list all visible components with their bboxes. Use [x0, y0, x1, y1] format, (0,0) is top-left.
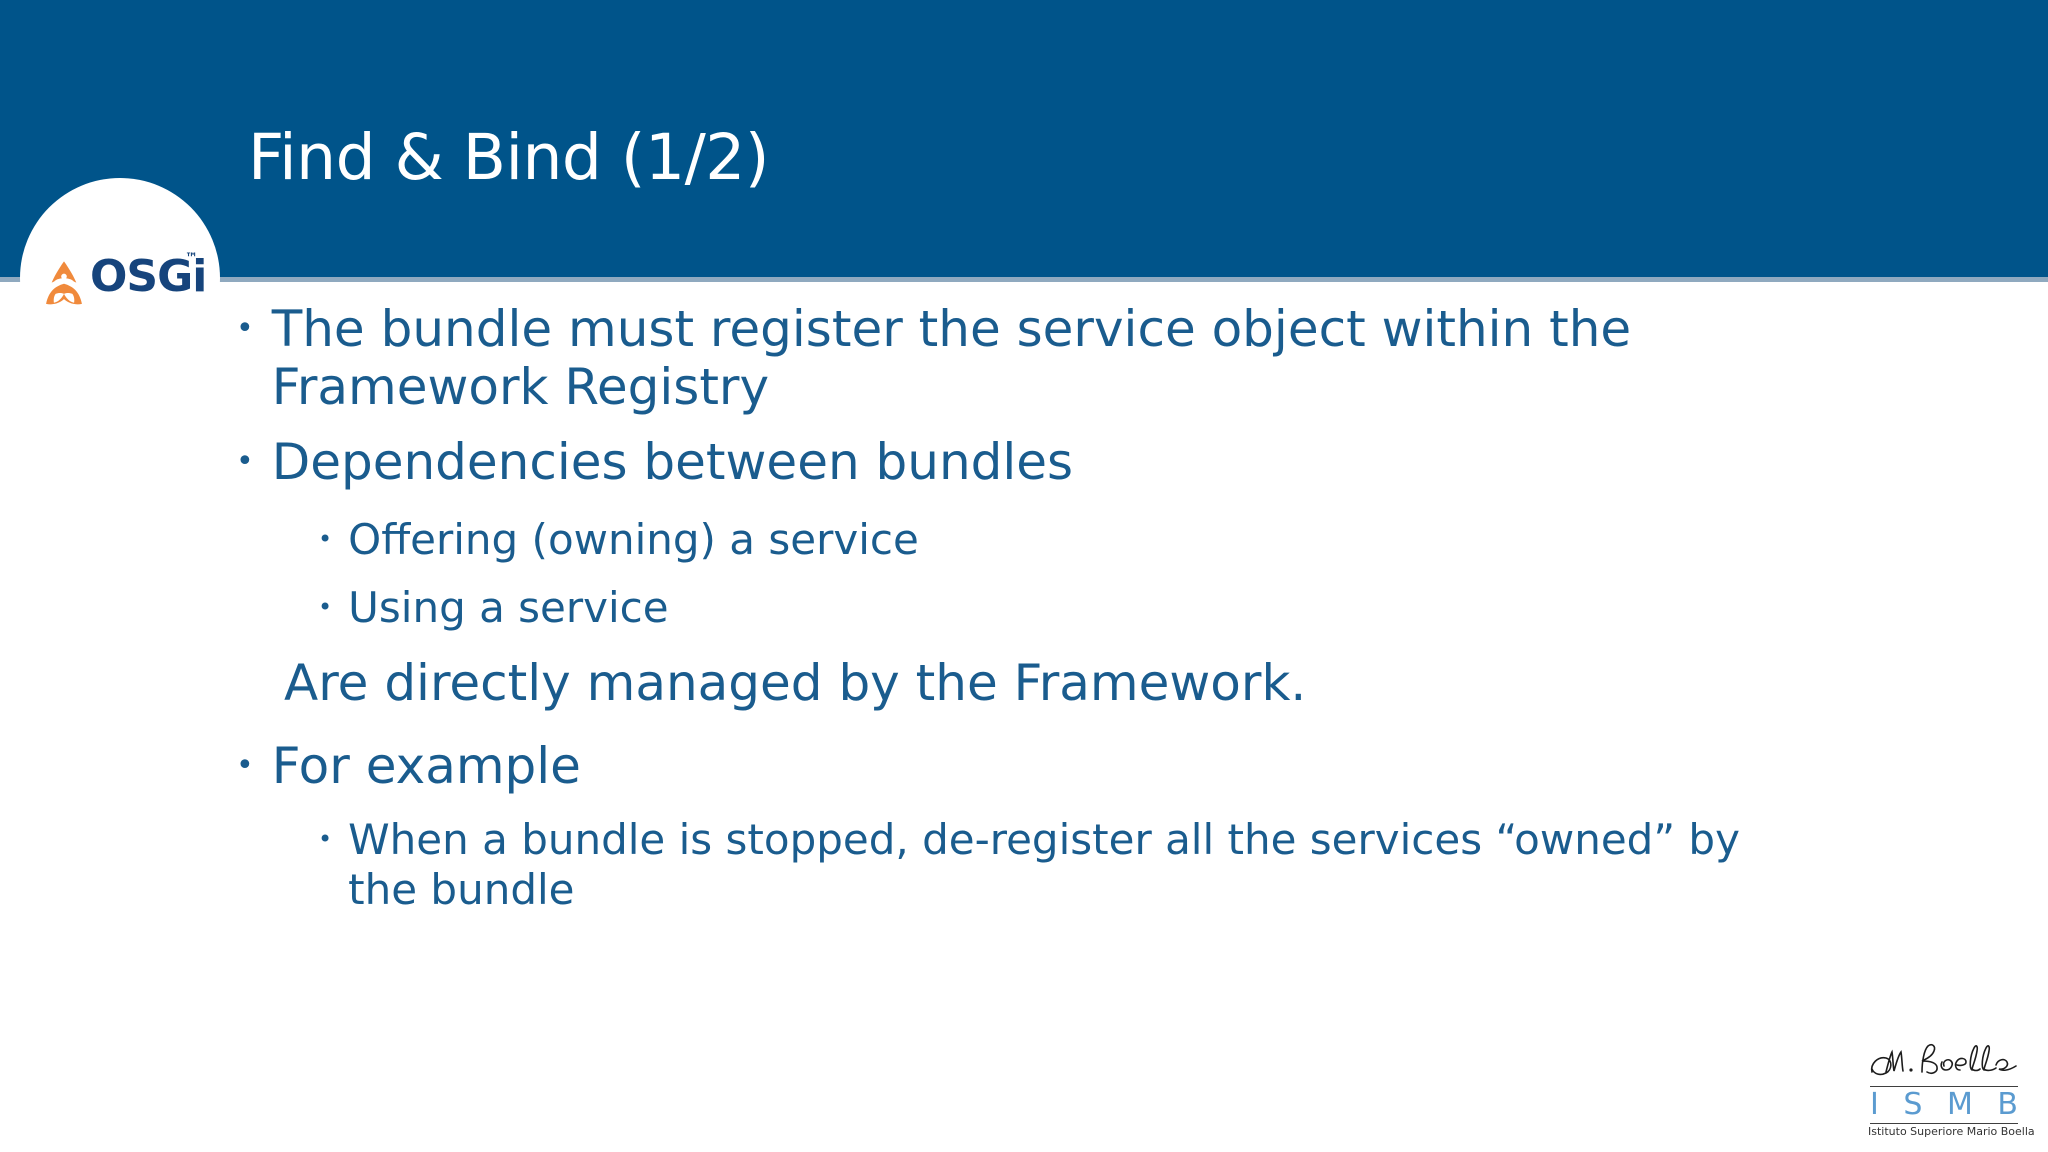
- bullet-text: The bundle must register the service obj…: [271, 300, 1632, 416]
- ismb-logo: I S M B Istituto Superiore Mario Boella: [1860, 1042, 2035, 1138]
- bullet-marker: •: [318, 825, 333, 853]
- osgi-trademark-icon: ™: [185, 251, 198, 266]
- bullet-item: • Offering (owning) a service: [318, 515, 919, 565]
- osgi-logo: OSGi ™: [20, 178, 220, 378]
- slide-body: • The bundle must register the service o…: [0, 300, 2048, 1020]
- ismb-letter-m: M: [1946, 1087, 1973, 1122]
- page-title: Find & Bind (1/2): [248, 121, 769, 194]
- osgi-wordmark: OSGi: [90, 251, 207, 302]
- bullet-marker: •: [236, 748, 254, 783]
- osgi-trefoil-icon: [36, 258, 92, 314]
- bullet-text: Using a service: [348, 583, 669, 632]
- header-accent-line: [0, 277, 2048, 282]
- slide-header-bar: [0, 0, 2048, 277]
- bullet-item: • Dependencies between bundles: [236, 433, 1073, 491]
- bullet-text: When a bundle is stopped, de-register al…: [348, 815, 1740, 914]
- bullet-item: • The bundle must register the service o…: [236, 300, 1752, 416]
- bullet-marker: •: [236, 311, 254, 346]
- paragraph-text: Are directly managed by the Framework.: [284, 654, 1307, 712]
- bullet-marker: •: [236, 444, 254, 479]
- bullet-text: For example: [271, 737, 581, 795]
- ismb-divider-bottom: [1870, 1123, 2018, 1124]
- osgi-logo-circle: [20, 178, 220, 378]
- ismb-letters: I S M B: [1870, 1090, 2018, 1120]
- bullet-text: Dependencies between bundles: [271, 433, 1074, 491]
- paragraph-item: Are directly managed by the Framework.: [284, 654, 1306, 712]
- ismb-tagline: Istituto Superiore Mario Boella: [1868, 1125, 2035, 1138]
- bullet-item: • For example: [236, 737, 581, 795]
- bullet-item: • When a bundle is stopped, de-register …: [318, 815, 1788, 914]
- bullet-text: Offering (owning) a service: [348, 515, 919, 564]
- bullet-item: • Using a service: [318, 583, 669, 633]
- ismb-letter-s: S: [1903, 1087, 1923, 1122]
- ismb-letter-b: B: [1997, 1087, 2018, 1122]
- ismb-letter-i: I: [1870, 1087, 1879, 1122]
- bullet-marker: •: [318, 525, 333, 553]
- signature-icon: [1868, 1038, 2020, 1084]
- ismb-divider-top: [1870, 1086, 2018, 1087]
- bullet-marker: •: [318, 593, 333, 621]
